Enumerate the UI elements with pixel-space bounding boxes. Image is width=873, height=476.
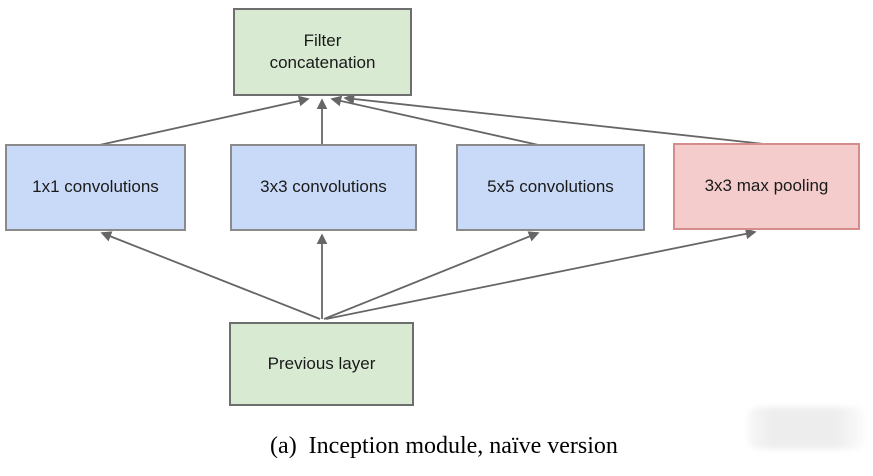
edge-previous-to-conv5x5 [323, 231, 540, 320]
edge-maxpool-to-concat [343, 93, 765, 145]
watermark-blur [748, 407, 864, 449]
node-5x5-convolutions: 5x5 convolutions [456, 144, 645, 231]
edge-previous-to-maxpool [325, 228, 757, 320]
node-filter-concatenation: Filter concatenation [233, 8, 412, 96]
node-3x3-max-pooling-label: 3x3 max pooling [704, 176, 829, 196]
figure-caption: (a) Inception module, naïve version [270, 433, 618, 459]
node-previous-layer-label: Previous layer [267, 353, 376, 373]
node-5x5-convolutions-label: 5x5 convolutions [487, 177, 614, 197]
node-3x3-max-pooling: 3x3 max pooling [673, 143, 860, 230]
node-3x3-convolutions-label: 3x3 convolutions [260, 177, 387, 197]
node-filter-concatenation-label: Filter concatenation [269, 30, 376, 72]
node-3x3-convolutions: 3x3 convolutions [230, 144, 417, 231]
node-previous-layer: Previous layer [229, 322, 414, 406]
edge-conv5x5-to-concat [330, 95, 544, 147]
node-1x1-convolutions-label: 1x1 convolutions [32, 177, 159, 197]
edge-conv1x1-to-concat [94, 95, 310, 147]
node-1x1-convolutions: 1x1 convolutions [5, 144, 186, 231]
edge-previous-to-conv1x1 [100, 231, 321, 320]
